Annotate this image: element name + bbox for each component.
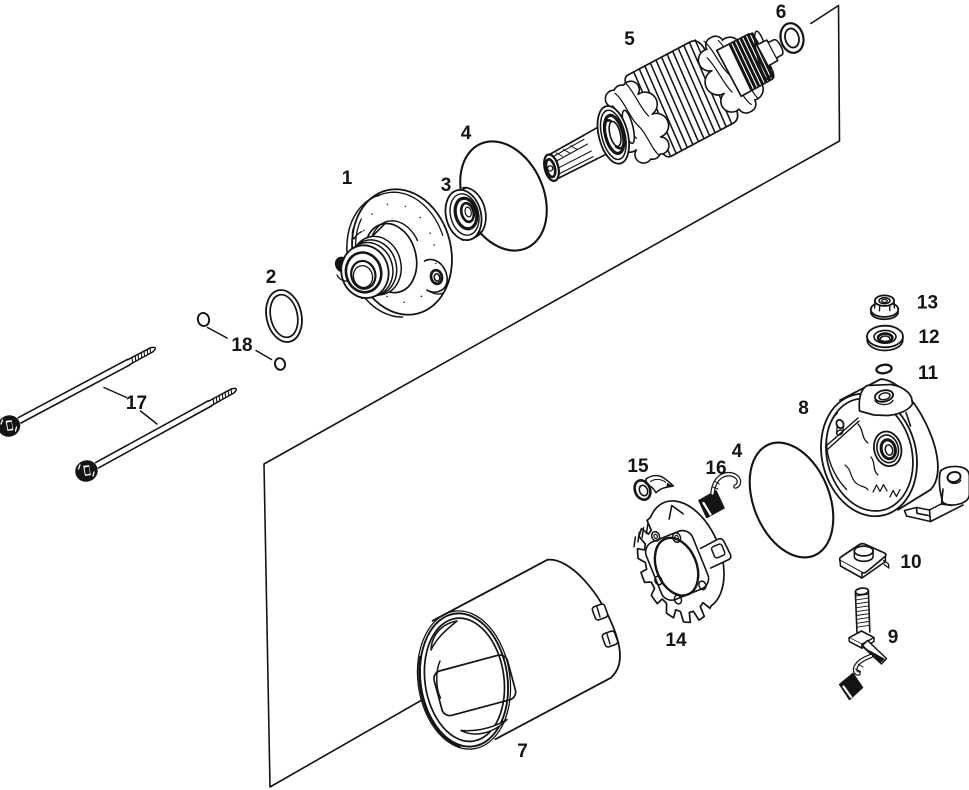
svg-text:8: 8	[798, 398, 809, 419]
svg-text:5: 5	[624, 29, 635, 50]
svg-text:4: 4	[732, 441, 743, 462]
svg-text:14: 14	[665, 630, 687, 651]
svg-text:2: 2	[266, 267, 277, 288]
svg-text:9: 9	[888, 627, 899, 648]
svg-text:1: 1	[342, 168, 353, 189]
svg-text:4: 4	[461, 123, 472, 144]
svg-text:11: 11	[918, 363, 939, 384]
svg-text:15: 15	[627, 456, 649, 477]
svg-text:3: 3	[441, 175, 452, 196]
svg-text:12: 12	[918, 327, 939, 348]
svg-text:10: 10	[900, 552, 921, 573]
svg-text:7: 7	[517, 741, 528, 762]
svg-text:17: 17	[126, 393, 147, 414]
svg-text:16: 16	[705, 458, 726, 479]
svg-text:6: 6	[776, 2, 787, 23]
svg-text:13: 13	[917, 293, 938, 314]
svg-text:18: 18	[231, 335, 252, 356]
